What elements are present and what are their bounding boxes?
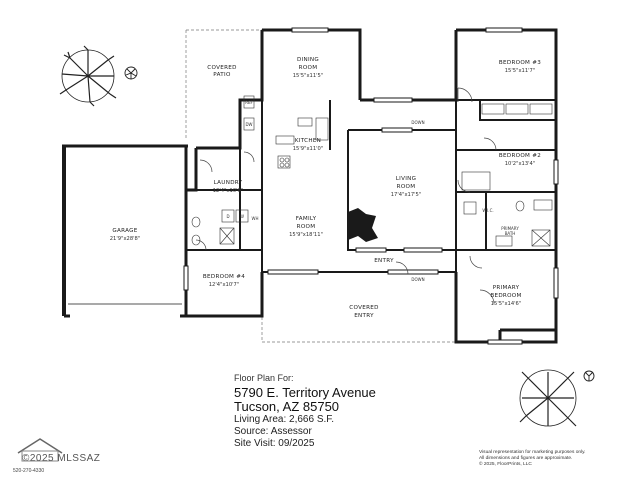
- laundry-label: LAUNDRY: [214, 180, 243, 186]
- family-label-2: ROOM: [297, 224, 316, 230]
- dining-label-1: DINING: [297, 57, 319, 63]
- kitchen-fixtures: [243, 95, 329, 169]
- bedroom3-label: BEDROOM #3: [499, 60, 541, 66]
- logo-phone: 520-270-4330: [13, 468, 45, 474]
- living-area: Living Area: 2,666 S.F.: [234, 414, 335, 425]
- disclaimer-line-3: © 2025, FloorPrints, LLC: [479, 462, 532, 467]
- covered-patio-label-2: PATIO: [213, 72, 231, 78]
- garage-label: GARAGE: [112, 228, 137, 234]
- laundry-fixtures: [191, 209, 249, 246]
- watermark-text: ©2025 MLSSAZ: [22, 453, 101, 464]
- floor-plan-for-label: Floor Plan For:: [234, 373, 294, 383]
- bedroom2-dim: 10'2"x13'4": [505, 161, 536, 167]
- kitchen-label: KITCHEN: [295, 138, 321, 144]
- shrub-small: [124, 66, 138, 80]
- windows: [183, 27, 559, 345]
- primary-bedroom-dim: 15'5"x14'6": [491, 301, 522, 307]
- laundry-dim: 12'4"x10'6": [213, 188, 244, 194]
- bedroom4-dim: 12'4"x10'7": [209, 282, 240, 288]
- family-dim: 15'9"x18'11": [289, 232, 323, 238]
- wic-label: W.I.C.: [482, 208, 493, 213]
- covered-patio-label-1: COVERED: [207, 65, 236, 71]
- bath-fixtures: [461, 103, 553, 247]
- floorprints-logo-icon: [17, 438, 63, 462]
- city-address: Tucson, AZ 85750: [234, 399, 340, 414]
- primary-bath-label-2: BATH: [505, 231, 516, 236]
- bedroom3-dim: 15'5"x11'7": [505, 68, 536, 74]
- doors: [195, 87, 497, 305]
- disclaimer-line-1: Visual representation for marketing purp…: [479, 450, 586, 455]
- wh-marker: WH: [252, 216, 259, 221]
- primary-bath-label-1: PRIMARY: [501, 226, 519, 231]
- family-label-1: FAMILY: [296, 216, 317, 222]
- covered-entry-label-1: COVERED: [349, 305, 378, 311]
- dining-dim: 15'5"x11'5": [293, 73, 324, 79]
- disclaimer-line-2: All dimensions and figures are approxima…: [479, 456, 573, 461]
- living-label-2: ROOM: [397, 184, 416, 190]
- bedroom4-label: BEDROOM #4: [203, 274, 245, 280]
- living-label-1: LIVING: [396, 176, 417, 182]
- dryer-marker: D: [226, 214, 229, 219]
- street-address: 5790 E. Territory Avenue: [234, 385, 376, 400]
- site-visit-date: Site Visit: 09/2025: [234, 438, 315, 449]
- disclaimer: Visual representation for marketing purp…: [479, 450, 619, 468]
- dw-marker: DW: [245, 122, 252, 127]
- ref-marker: REF: [245, 100, 253, 105]
- tree-top-left: [59, 45, 117, 107]
- data-source: Source: Assessor: [234, 426, 312, 437]
- entry-label: ENTRY: [374, 258, 394, 264]
- room-labels: COVERED PATIO DINING ROOM 15'5"x11'5" BE…: [110, 57, 541, 319]
- tree-bottom-right: [519, 369, 577, 427]
- primary-bedroom-label-2: BEDROOM: [490, 293, 521, 299]
- fireplace: [348, 208, 378, 242]
- washer-marker: W: [240, 214, 244, 219]
- down-marker-1: DOWN: [411, 120, 424, 125]
- down-marker-2: DOWN: [411, 277, 424, 282]
- living-dim: 17'4"x17'5": [391, 192, 422, 198]
- floor-plan-info: Floor Plan For: 5790 E. Territory Avenue…: [234, 374, 376, 449]
- dining-label-2: ROOM: [299, 65, 318, 71]
- primary-bedroom-label-1: PRIMARY: [493, 285, 520, 291]
- shrub-bottom-right: [583, 370, 595, 382]
- covered-entry-label-2: ENTRY: [354, 313, 374, 319]
- bedroom2-label: BEDROOM #2: [499, 153, 541, 159]
- garage-dim: 21'9"x28'8": [110, 236, 141, 242]
- kitchen-dim: 15'9"x11'0": [293, 146, 324, 152]
